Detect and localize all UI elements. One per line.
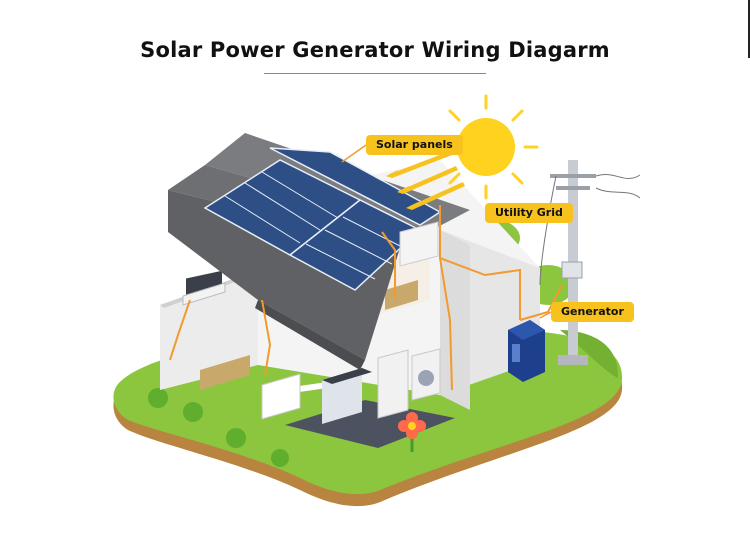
title-underline — [264, 73, 486, 74]
attic-window — [399, 221, 439, 267]
utility-pole — [539, 160, 641, 365]
page-title: Solar Power Generator Wiring Diagarm — [140, 38, 610, 62]
sun-icon — [433, 94, 539, 200]
house-left-wing — [160, 270, 262, 390]
utility-grid-label: Utility Grid — [485, 203, 573, 223]
solar-panels-label: Solar panels — [366, 135, 463, 155]
solar-panel-array — [203, 147, 442, 291]
shrubs — [148, 388, 289, 467]
wiring — [169, 205, 563, 391]
flower-icon — [398, 412, 426, 452]
sunlight-arrows — [386, 151, 465, 210]
kitchen-appliances — [261, 348, 441, 424]
right-border — [748, 0, 750, 58]
generator-unit — [508, 320, 545, 382]
generator-label: Generator — [551, 302, 634, 322]
